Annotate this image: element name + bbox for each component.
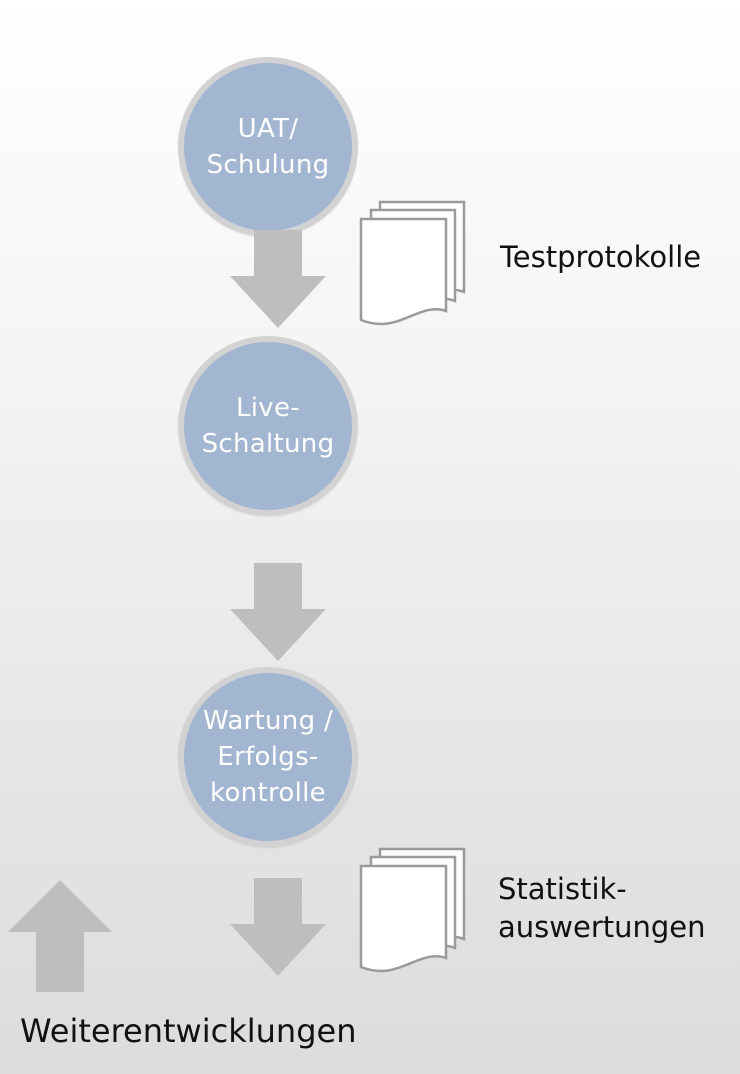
step-uat-schulung: UAT/ Schulung xyxy=(178,57,358,237)
document-stack-icon-1 xyxy=(359,200,466,326)
document-stack-icon-2 xyxy=(359,847,466,973)
output-statistikauswertungen: Statistik- auswertungen xyxy=(498,872,706,944)
feedback-weiterentwicklungen: Weiterentwicklungen xyxy=(20,1012,357,1050)
output-testprotokolle: Testprotokolle xyxy=(500,240,702,274)
step-uat-schulung-label: UAT/ Schulung xyxy=(206,114,330,180)
step-live-schaltung-label: Live- Schaltung xyxy=(201,393,335,459)
step-live-schaltung: Live- Schaltung xyxy=(178,336,358,516)
down-arrow-2 xyxy=(230,563,326,661)
step-wartung-erfolgskontrolle-label: Wartung / Erfolgs- kontrolle xyxy=(202,706,334,808)
step-wartung-erfolgskontrolle: Wartung / Erfolgs- kontrolle xyxy=(178,667,358,847)
down-arrow-1 xyxy=(230,230,326,328)
up-arrow-feedback xyxy=(8,880,112,992)
down-arrow-3 xyxy=(230,878,326,976)
